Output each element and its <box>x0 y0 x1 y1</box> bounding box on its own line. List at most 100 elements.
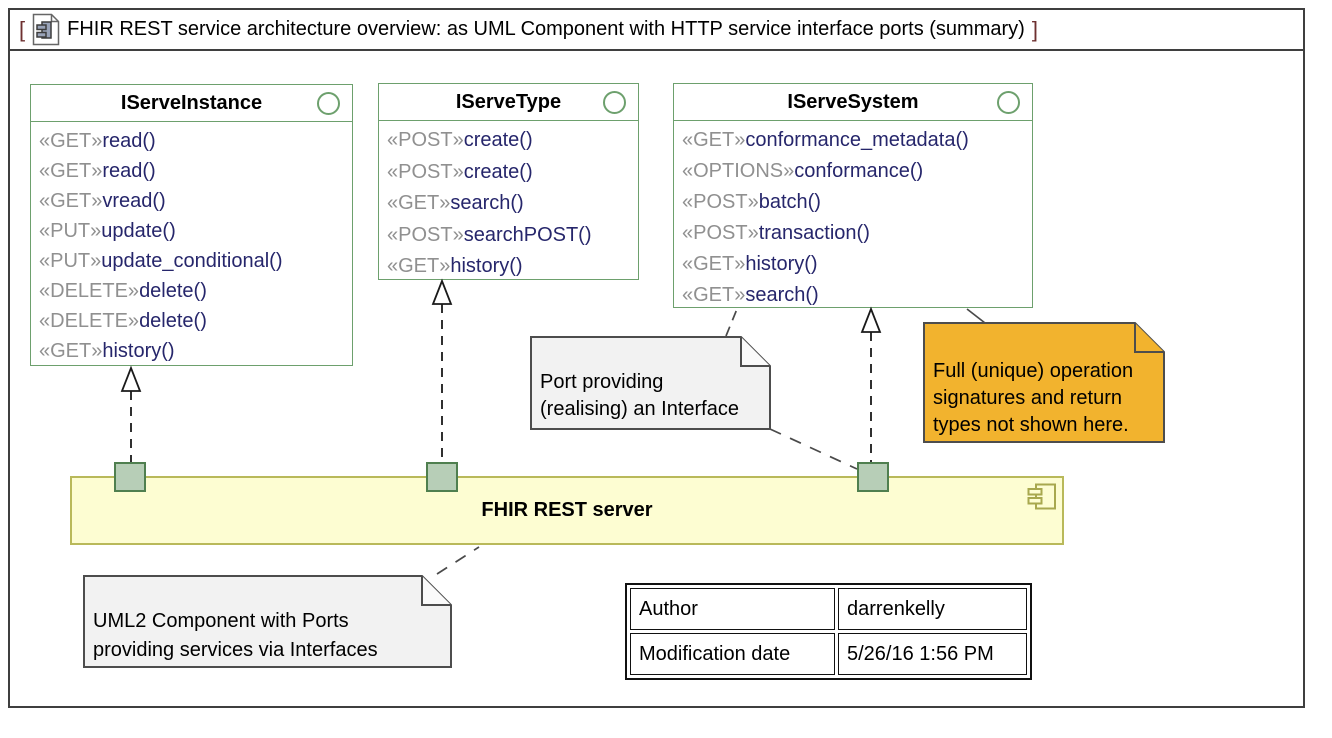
note-line: types not shown here. <box>933 414 1129 436</box>
operation-name: search() <box>450 192 524 214</box>
operation-stereotype: «GET» <box>39 340 103 362</box>
info-table-value: 5/26/16 1:56 PM <box>838 633 1027 675</box>
note-port-providing[interactable]: Port providing (realising) an Interface <box>530 336 771 430</box>
interface-iserveinstance[interactable]: IServeInstance «GET»read() «GET»read() «… <box>30 84 353 366</box>
component-icon <box>1027 483 1057 510</box>
note-line: signatures and return <box>933 387 1123 409</box>
note-signatures[interactable]: Full (unique) operation signatures and r… <box>923 322 1165 443</box>
note-uml2-component[interactable]: UML2 Component with Ports providing serv… <box>83 575 452 668</box>
operation-item: «GET»history() <box>387 251 630 283</box>
operation-list: «POST»create() «POST»create() «GET»searc… <box>379 121 638 283</box>
operation-item: «GET»search() <box>682 280 1024 311</box>
operation-item: «GET»conformance_metadata() <box>682 125 1024 156</box>
interface-ball-icon <box>317 92 340 115</box>
operation-list: «GET»conformance_metadata() «OPTIONS»con… <box>674 121 1032 311</box>
operation-stereotype: «PUT» <box>39 250 102 272</box>
operation-name: create() <box>463 160 533 183</box>
operation-name: read() <box>102 160 156 182</box>
operation-name: vread() <box>102 190 166 212</box>
operation-name: read() <box>102 130 156 152</box>
operation-item: «PUT»update_conditional() <box>39 246 344 276</box>
operation-name: transaction() <box>758 222 870 244</box>
operation-item: «OPTIONS»conformance() <box>682 156 1024 187</box>
operation-name: update() <box>101 220 176 242</box>
operation-stereotype: «POST» <box>682 222 759 244</box>
operation-name: history() <box>102 340 175 362</box>
operation-stereotype: «DELETE» <box>39 280 140 302</box>
operation-name: delete() <box>139 310 207 332</box>
note-line: UML2 Component with Ports <box>93 610 349 632</box>
note-line: Port providing <box>540 371 664 393</box>
operation-name: searchPOST() <box>463 223 592 246</box>
operation-stereotype: «POST» <box>387 223 464 246</box>
interface-name: IServeType <box>455 90 562 113</box>
interface-header: IServeType <box>379 84 638 121</box>
operation-name: history() <box>745 253 818 275</box>
operation-item: «GET»history() <box>39 336 344 366</box>
operation-item: «POST»create() <box>387 125 630 157</box>
operation-item: «POST»batch() <box>682 187 1024 218</box>
operation-stereotype: «PUT» <box>39 220 102 242</box>
note-text: Port providing (realising) an Interface <box>540 369 739 423</box>
operation-item: «POST»searchPOST() <box>387 220 630 252</box>
operation-stereotype: «GET» <box>39 130 103 152</box>
operation-item: «GET»read() <box>39 156 344 186</box>
info-table-label: Modification date <box>630 633 835 675</box>
operation-stereotype: «POST» <box>387 160 464 183</box>
interface-name: IServeSystem <box>787 90 919 113</box>
operation-name: search() <box>745 284 819 306</box>
note-shape <box>83 575 452 668</box>
operation-stereotype: «GET» <box>39 190 103 212</box>
interface-iservetype[interactable]: IServeType «POST»create() «POST»create()… <box>378 83 639 280</box>
operation-item: «DELETE»delete() <box>39 276 344 306</box>
interface-name: IServeInstance <box>120 91 263 114</box>
note-line: Full (unique) operation <box>933 360 1134 382</box>
operation-stereotype: «POST» <box>682 191 759 213</box>
operation-item: «GET»read() <box>39 126 344 156</box>
interface-header: IServeInstance <box>31 85 352 122</box>
title-open-bracket: [ <box>19 16 26 42</box>
operation-item: «POST»transaction() <box>682 218 1024 249</box>
operation-list: «GET»read() «GET»read() «GET»vread() «PU… <box>31 122 352 366</box>
operation-item: «PUT»update() <box>39 216 344 246</box>
operation-stereotype: «POST» <box>387 129 464 151</box>
note-shape <box>923 322 1165 443</box>
diagram-title: FHIR REST service architecture overview:… <box>67 18 1025 40</box>
note-text: UML2 Component with Ports providing serv… <box>93 607 378 665</box>
operation-stereotype: «DELETE» <box>39 310 140 332</box>
note-shape <box>530 336 771 430</box>
diagram-title-bar: [ FHIR REST service architecture overvie… <box>10 10 1303 51</box>
operation-name: update_conditional() <box>101 250 283 272</box>
operation-name: conformance_metadata() <box>745 129 969 151</box>
operation-name: create() <box>463 129 533 151</box>
port-iservesystem[interactable] <box>857 462 889 492</box>
interface-ball-icon <box>603 91 626 114</box>
component-name: FHIR REST server <box>481 499 653 521</box>
info-table-value: darrenkelly <box>838 588 1027 630</box>
note-line: (realising) an Interface <box>540 398 739 420</box>
port-iservetype[interactable] <box>426 462 458 492</box>
component-fhir-rest-server[interactable]: FHIR REST server <box>70 476 1064 545</box>
operation-item: «GET»search() <box>387 188 630 220</box>
info-table-label: Author <box>630 588 835 630</box>
interface-iservesystem[interactable]: IServeSystem «GET»conformance_metadata()… <box>673 83 1033 308</box>
operation-item: «POST»create() <box>387 157 630 189</box>
operation-name: conformance() <box>794 160 924 182</box>
operation-stereotype: «GET» <box>387 255 451 277</box>
interface-ball-icon <box>997 91 1020 114</box>
interface-header: IServeSystem <box>674 84 1032 121</box>
operation-stereotype: «GET» <box>682 129 746 151</box>
info-table[interactable]: Author darrenkelly Modification date 5/2… <box>625 583 1032 680</box>
component-diagram-icon <box>32 13 60 46</box>
operation-item: «GET»history() <box>682 249 1024 280</box>
title-close-bracket: ] <box>1031 16 1038 42</box>
note-text: Full (unique) operation signatures and r… <box>933 358 1133 439</box>
operation-item: «DELETE»delete() <box>39 306 344 336</box>
operation-stereotype: «OPTIONS» <box>682 160 795 182</box>
operation-name: delete() <box>139 280 207 302</box>
operation-name: batch() <box>758 191 821 213</box>
operation-stereotype: «GET» <box>387 192 451 214</box>
note-line: providing services via Interfaces <box>93 639 378 661</box>
port-iserveinstance[interactable] <box>114 462 146 492</box>
